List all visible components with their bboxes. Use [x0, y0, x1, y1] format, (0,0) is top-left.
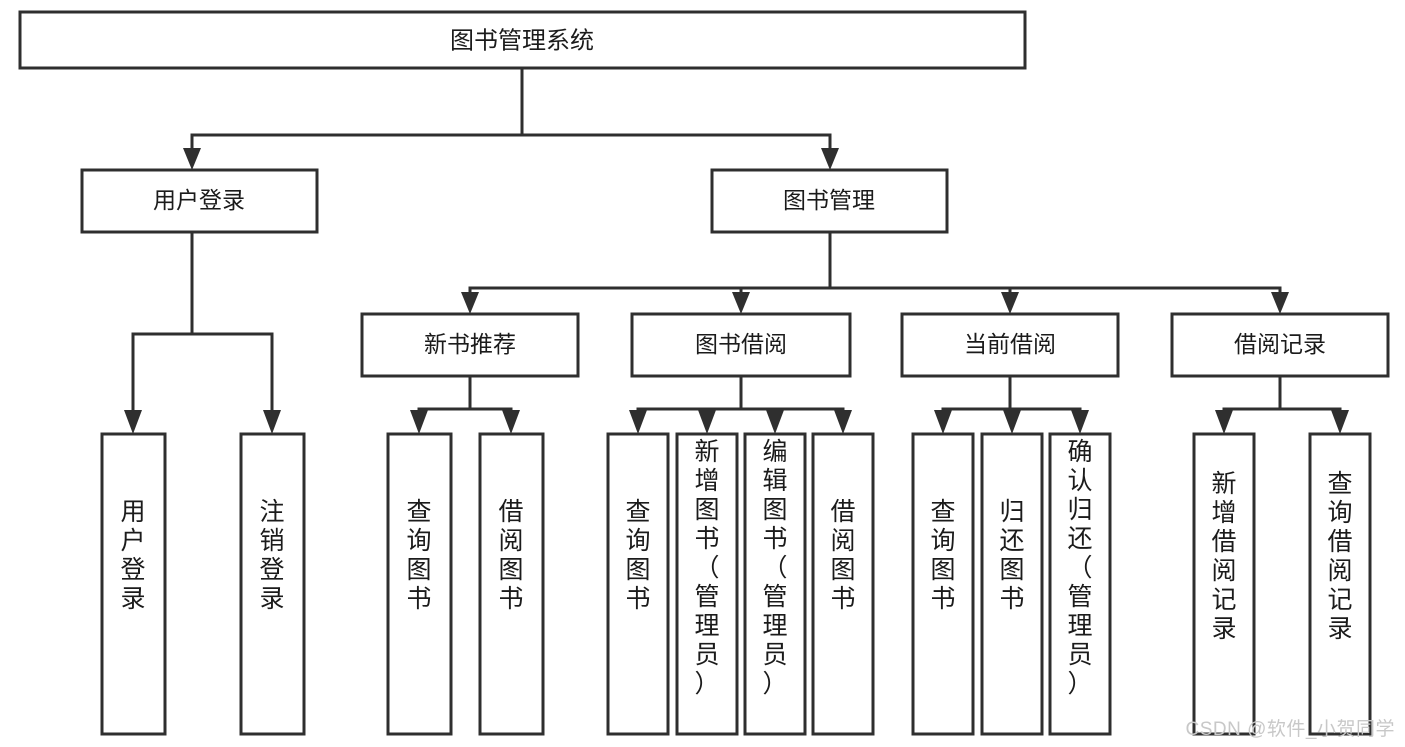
- arrow-head-icon: [834, 410, 852, 434]
- node-label: 新书推荐: [424, 331, 516, 357]
- node-box: [980, 432, 1044, 736]
- leaf-node-query-book-3[interactable]: 查询图书: [911, 432, 975, 736]
- node-box: [710, 168, 949, 234]
- leaf-node-logout-login[interactable]: 注销登录: [239, 432, 306, 736]
- arrow-head-icon: [410, 410, 428, 434]
- node-box: [811, 432, 875, 736]
- node-book-management-system[interactable]: 图书管理系统: [18, 10, 1027, 70]
- node-current-borrow[interactable]: 当前借阅: [900, 312, 1120, 378]
- node-box: [478, 432, 545, 736]
- connector-root-to-level2: [183, 68, 839, 170]
- node-user-login[interactable]: 用户登录: [80, 168, 319, 234]
- leaf-label: 查询图书: [406, 498, 431, 613]
- leaf-label: 注销登录: [259, 498, 284, 613]
- connector-new-book-recommend-to-leaves: [410, 376, 520, 434]
- node-label: 图书管理: [783, 187, 875, 213]
- leaf-label: 查询借阅记录: [1327, 470, 1352, 643]
- leaf-node-query-book-1[interactable]: 查询图书: [386, 432, 453, 736]
- node-box: [630, 312, 852, 378]
- leaf-node-return-book[interactable]: 归还图书: [980, 432, 1044, 736]
- leaf-node-confirm-return-admin[interactable]: 确认归还（管理员）: [1048, 432, 1112, 736]
- node-box: [900, 312, 1120, 378]
- connector-current-borrow-to-leaves: [934, 376, 1089, 434]
- leaf-label: 借阅图书: [830, 498, 855, 613]
- leaf-node-add-book-admin[interactable]: 新增图书（管理员）: [675, 432, 739, 736]
- arrow-head-icon: [1003, 410, 1021, 434]
- node-box: [100, 432, 167, 736]
- leaf-label: 确认归还（管理员）: [1067, 438, 1092, 698]
- arrow-head-icon: [629, 410, 647, 434]
- arrow-head-icon: [1071, 410, 1089, 434]
- arrow-head-icon: [124, 410, 142, 434]
- node-label: 用户登录: [153, 187, 245, 213]
- arrow-head-icon: [183, 148, 201, 170]
- arrow-head-icon: [1271, 292, 1289, 314]
- node-label: 当前借阅: [964, 331, 1056, 357]
- arrow-head-icon: [1215, 410, 1233, 434]
- leaf-label: 查询图书: [625, 498, 650, 613]
- node-borrow-record[interactable]: 借阅记录: [1170, 312, 1390, 378]
- node-box: [1192, 432, 1256, 736]
- node-book-borrow[interactable]: 图书借阅: [630, 312, 852, 378]
- node-box: [1170, 312, 1390, 378]
- arrow-head-icon: [732, 292, 750, 314]
- node-box: [239, 432, 306, 736]
- arrow-head-icon: [766, 410, 784, 434]
- node-box: [18, 10, 1027, 70]
- arrow-head-icon: [263, 410, 281, 434]
- leaf-label: 借阅图书: [498, 498, 523, 613]
- connector-user-login-to-leaves: [124, 232, 281, 434]
- leaf-label: 新增借阅记录: [1211, 470, 1236, 643]
- arrow-head-icon: [821, 148, 839, 170]
- leaf-label: 用户登录: [120, 498, 145, 613]
- leaf-label: 编辑图书（管理员）: [762, 438, 787, 698]
- node-new-book-recommend[interactable]: 新书推荐: [360, 312, 580, 378]
- leaf-node-borrow-book-1[interactable]: 借阅图书: [478, 432, 545, 736]
- node-box: [80, 168, 319, 234]
- leaf-label: 查询图书: [930, 498, 955, 613]
- node-box: [386, 432, 453, 736]
- arrow-head-icon: [461, 292, 479, 314]
- node-box: [1048, 432, 1112, 736]
- node-label: 图书借阅: [695, 331, 787, 357]
- arrow-head-icon: [1001, 292, 1019, 314]
- leaf-node-user-login[interactable]: 用户登录: [100, 432, 167, 736]
- node-box: [675, 432, 739, 736]
- node-label: 图书管理系统: [450, 27, 594, 54]
- arrow-head-icon: [698, 410, 716, 434]
- node-box: [606, 432, 670, 736]
- node-box: [360, 312, 580, 378]
- leaf-node-query-borrow-record[interactable]: 查询借阅记录: [1308, 432, 1372, 736]
- node-label: 借阅记录: [1234, 331, 1326, 357]
- leaf-node-borrow-book-2[interactable]: 借阅图书: [811, 432, 875, 736]
- connector-borrow-record-to-leaves: [1215, 376, 1349, 434]
- node-box: [1308, 432, 1372, 736]
- leaf-node-query-book-2[interactable]: 查询图书: [606, 432, 670, 736]
- node-book-manage[interactable]: 图书管理: [710, 168, 949, 234]
- csdn-watermark: CSDN @软件_小贺同学: [1185, 719, 1395, 740]
- node-box: [911, 432, 975, 736]
- leaf-node-add-borrow-record[interactable]: 新增借阅记录: [1192, 432, 1256, 736]
- node-box: [743, 432, 807, 736]
- leaf-label: 归还图书: [999, 498, 1024, 613]
- leaf-node-edit-book-admin[interactable]: 编辑图书（管理员）: [743, 432, 807, 736]
- arrow-head-icon: [934, 410, 952, 434]
- arrow-head-icon: [502, 410, 520, 434]
- leaf-label: 新增图书（管理员）: [694, 438, 719, 698]
- connector-book-manage-to-level3: [461, 232, 1289, 314]
- connector-book-borrow-to-leaves: [629, 376, 852, 434]
- arrow-head-icon: [1331, 410, 1349, 434]
